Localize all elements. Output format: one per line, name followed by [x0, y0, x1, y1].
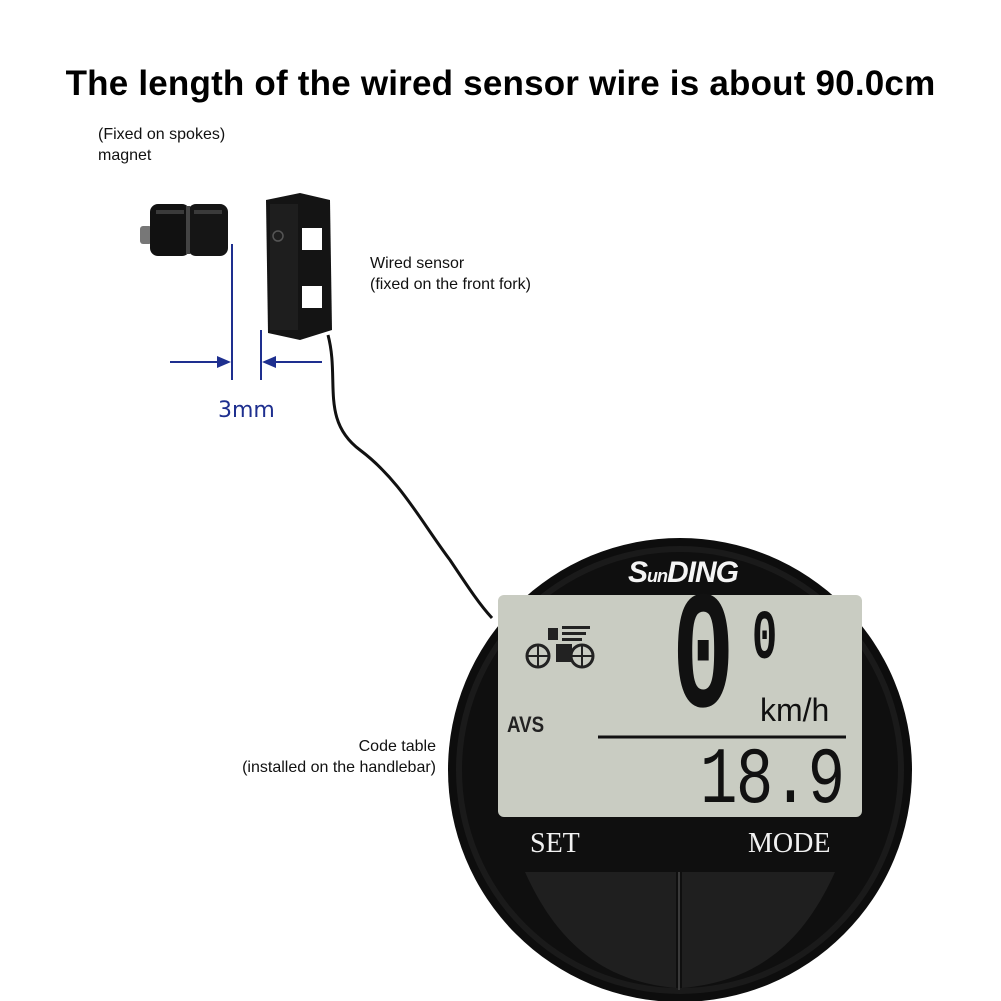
sensor-label: Wired sensor (fixed on the front fork) — [370, 253, 531, 295]
magnet-label-line1: (Fixed on spokes) — [98, 126, 226, 143]
code-table-label: Code table (installed on the handlebar) — [208, 736, 436, 778]
magnet-label-line2: magnet — [98, 147, 152, 164]
code-table-label-line1: Code table — [358, 738, 436, 755]
brand-logo-s: S — [628, 556, 648, 589]
mode-button[interactable]: MODE — [748, 828, 831, 859]
brand-logo-rest: DING — [667, 556, 739, 589]
gap-dimension-label: 3mm — [218, 398, 275, 423]
lcd-screen — [498, 595, 862, 817]
magnet-label: (Fixed on spokes) magnet — [98, 124, 225, 166]
sensor-wire — [326, 334, 494, 620]
set-button[interactable]: SET — [530, 828, 580, 859]
sensor-label-line1: Wired sensor — [370, 255, 465, 272]
sensor-label-line2: (fixed on the front fork) — [370, 276, 531, 293]
magnet-icon — [140, 204, 228, 256]
code-table-label-line2: (installed on the handlebar) — [242, 759, 436, 776]
mode-indicator: AVS — [507, 712, 545, 737]
speed-unit: km/h — [760, 692, 830, 728]
headline: The length of the wired sensor wire is a… — [65, 64, 936, 103]
gap-dimension-icon — [170, 244, 322, 380]
brand-logo: SunDING — [628, 556, 739, 590]
speed-decimal-digit: 0 — [752, 601, 778, 680]
wired-sensor-icon — [266, 193, 332, 340]
speed-main-digit: 0 — [672, 567, 735, 757]
brand-logo-un: un — [647, 566, 668, 586]
sub-reading: 18.9 — [700, 736, 845, 827]
bicycle-icon — [525, 626, 595, 669]
